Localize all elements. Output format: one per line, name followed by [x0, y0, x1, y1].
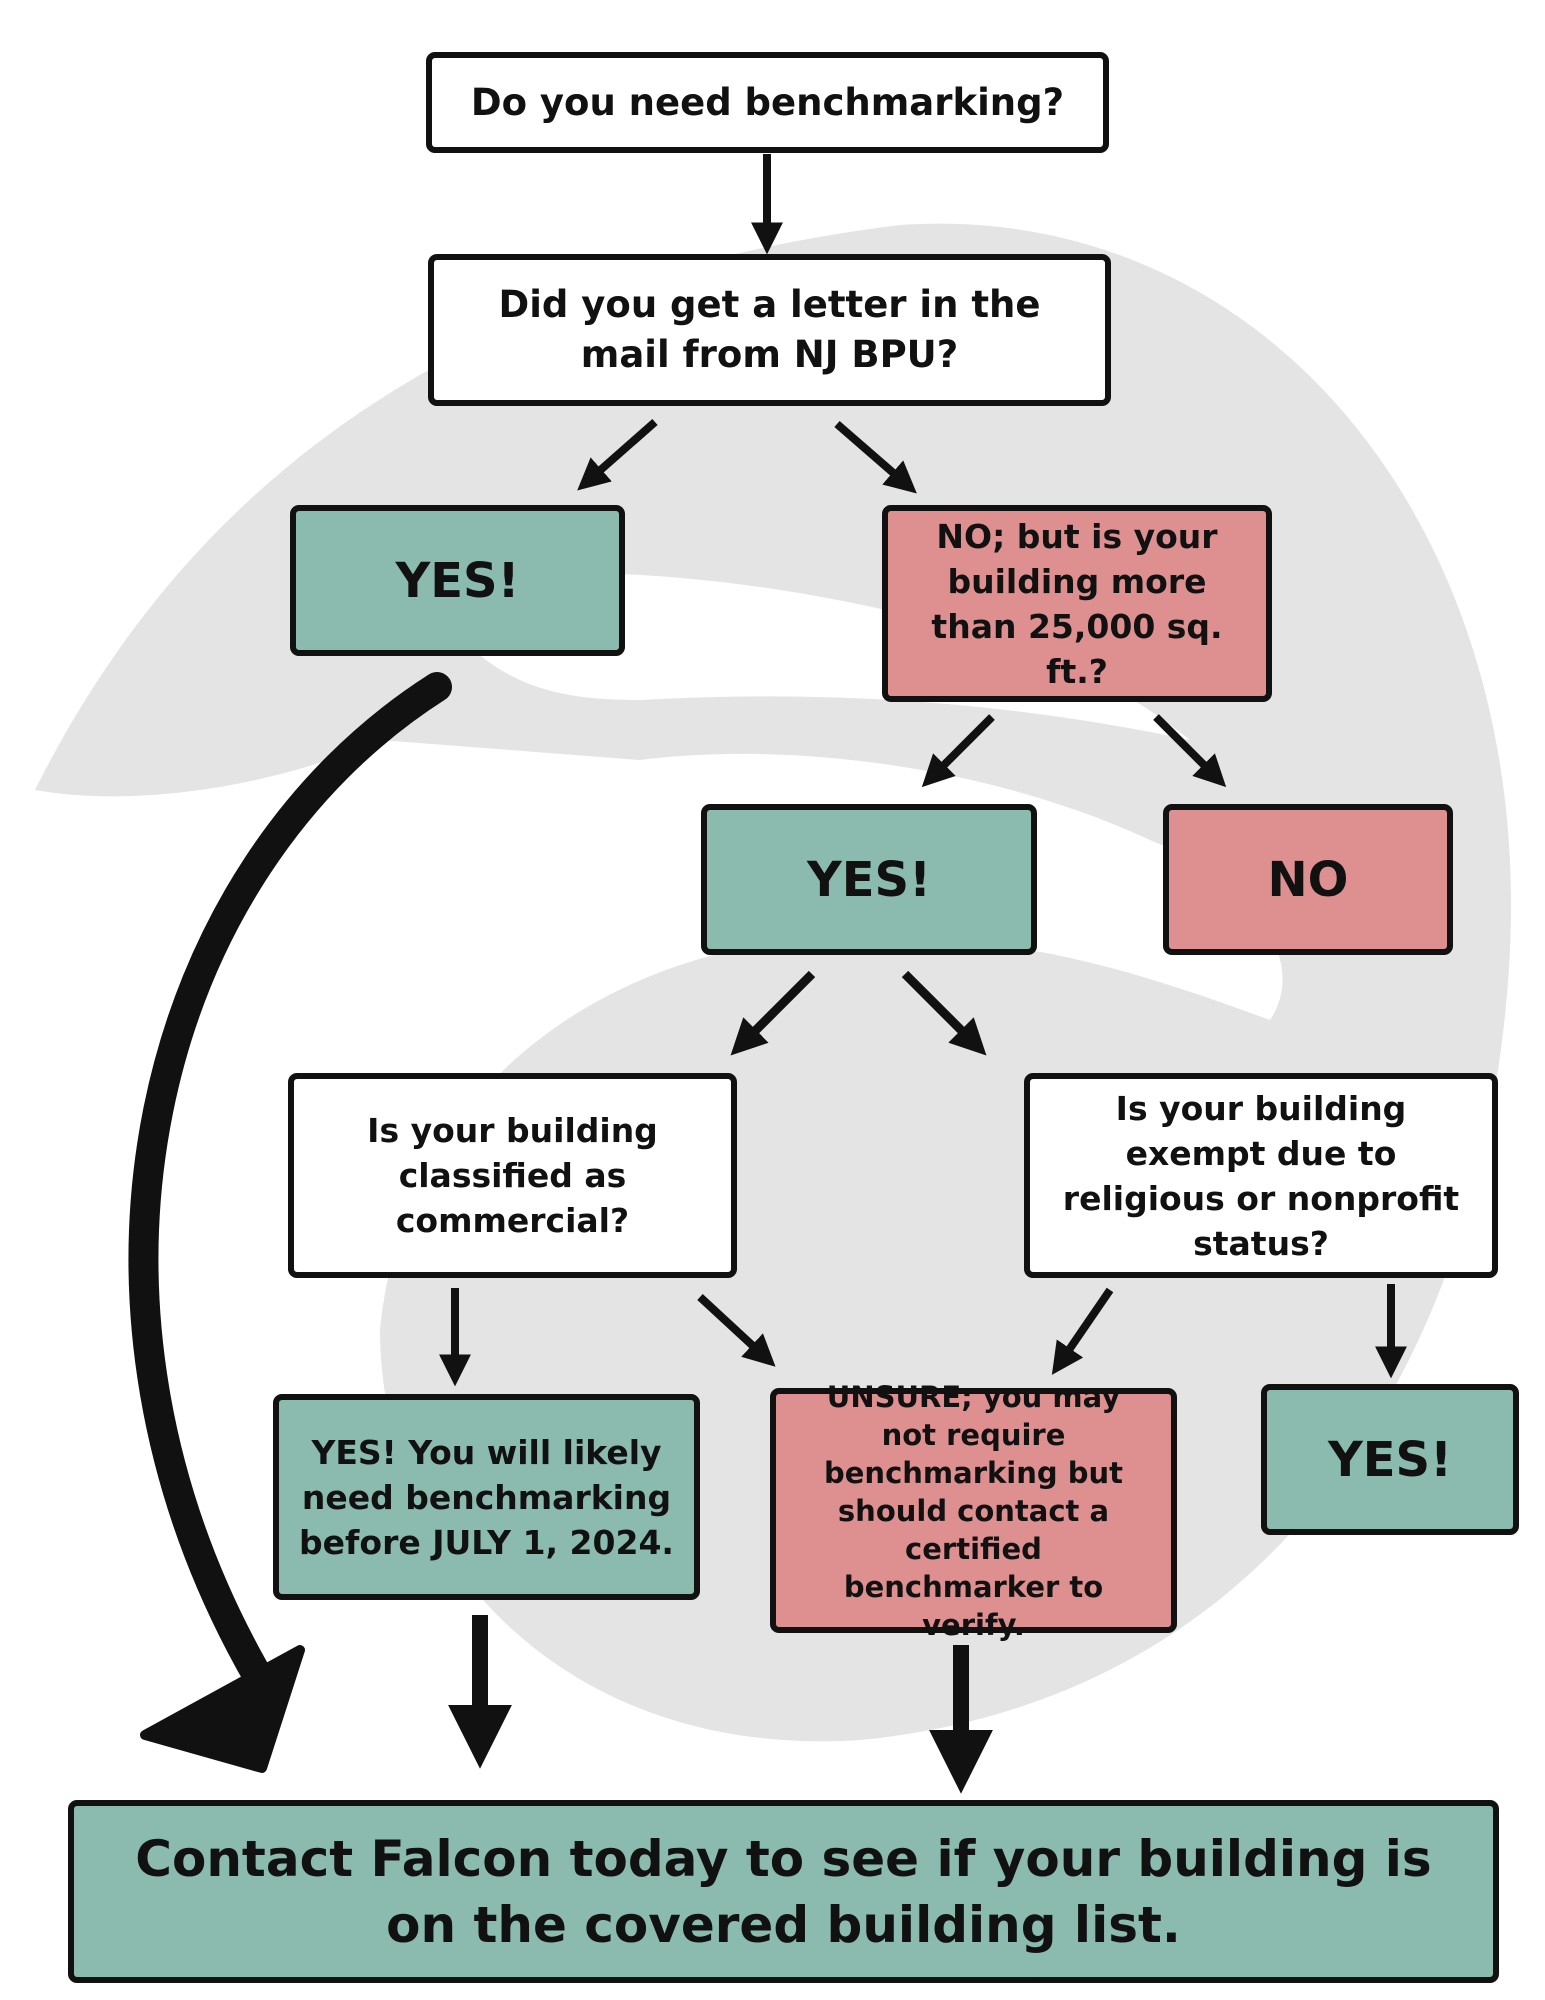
unsure-box: UNSURE; you may not require benchmarking…	[770, 1380, 1177, 1642]
letter-question-box: Did you get a letter in the mail from NJ…	[428, 254, 1111, 406]
commercial-yes-box: YES! You will likely need benchmarking b…	[273, 1394, 700, 1600]
arrow-sizeyes-to-commercial	[730, 970, 816, 1056]
commercial-yes-label: YES! You will likely need benchmarking b…	[299, 1432, 674, 1562]
exempt-question-label: Is your building exempt due to religious…	[1062, 1088, 1460, 1263]
arrow-size-to-no	[1153, 714, 1227, 788]
arrow-size-to-yes	[921, 714, 995, 788]
arrow-exempt-to-unsure	[1051, 1287, 1114, 1375]
letter-yes-box: YES!	[290, 505, 625, 656]
arrow-letter-to-yes	[577, 418, 658, 491]
letter-yes-label: YES!	[395, 552, 520, 609]
letter-question-label: Did you get a letter in the mail from NJ…	[498, 283, 1041, 376]
letter-no-label: NO; but is your building more than 25,00…	[931, 516, 1223, 691]
unsure-label: UNSURE; you may not require benchmarking…	[824, 1379, 1123, 1642]
cta-box: Contact Falcon today to see if your buil…	[68, 1800, 1499, 1983]
start-label: Do you need benchmarking?	[470, 80, 1065, 124]
cta-label: Contact Falcon today to see if your buil…	[135, 1829, 1432, 1954]
size-no-box: NO	[1163, 804, 1453, 955]
size-yes-label: YES!	[806, 851, 931, 908]
commercial-question-label: Is your building classified as commercia…	[367, 1111, 658, 1240]
arrow-letter-to-no	[834, 420, 917, 494]
arrow-sizeyes-to-exempt	[901, 970, 987, 1056]
arrow-yes-to-cta-head	[140, 1645, 305, 1773]
arrow-commercial-to-unsure	[697, 1294, 776, 1367]
exempt-question-box: Is your building exempt due to religious…	[1024, 1073, 1498, 1278]
exempt-yes-box: YES!	[1261, 1384, 1519, 1535]
size-yes-box: YES!	[701, 804, 1037, 955]
exempt-yes-label: YES!	[1327, 1431, 1452, 1488]
size-no-label: NO	[1267, 851, 1349, 908]
arrow-yes-to-cta-curve	[128, 672, 452, 1695]
letter-no-box: NO; but is your building more than 25,00…	[882, 505, 1272, 702]
commercial-question-box: Is your building classified as commercia…	[288, 1073, 737, 1278]
start-box: Do you need benchmarking?	[426, 52, 1109, 153]
